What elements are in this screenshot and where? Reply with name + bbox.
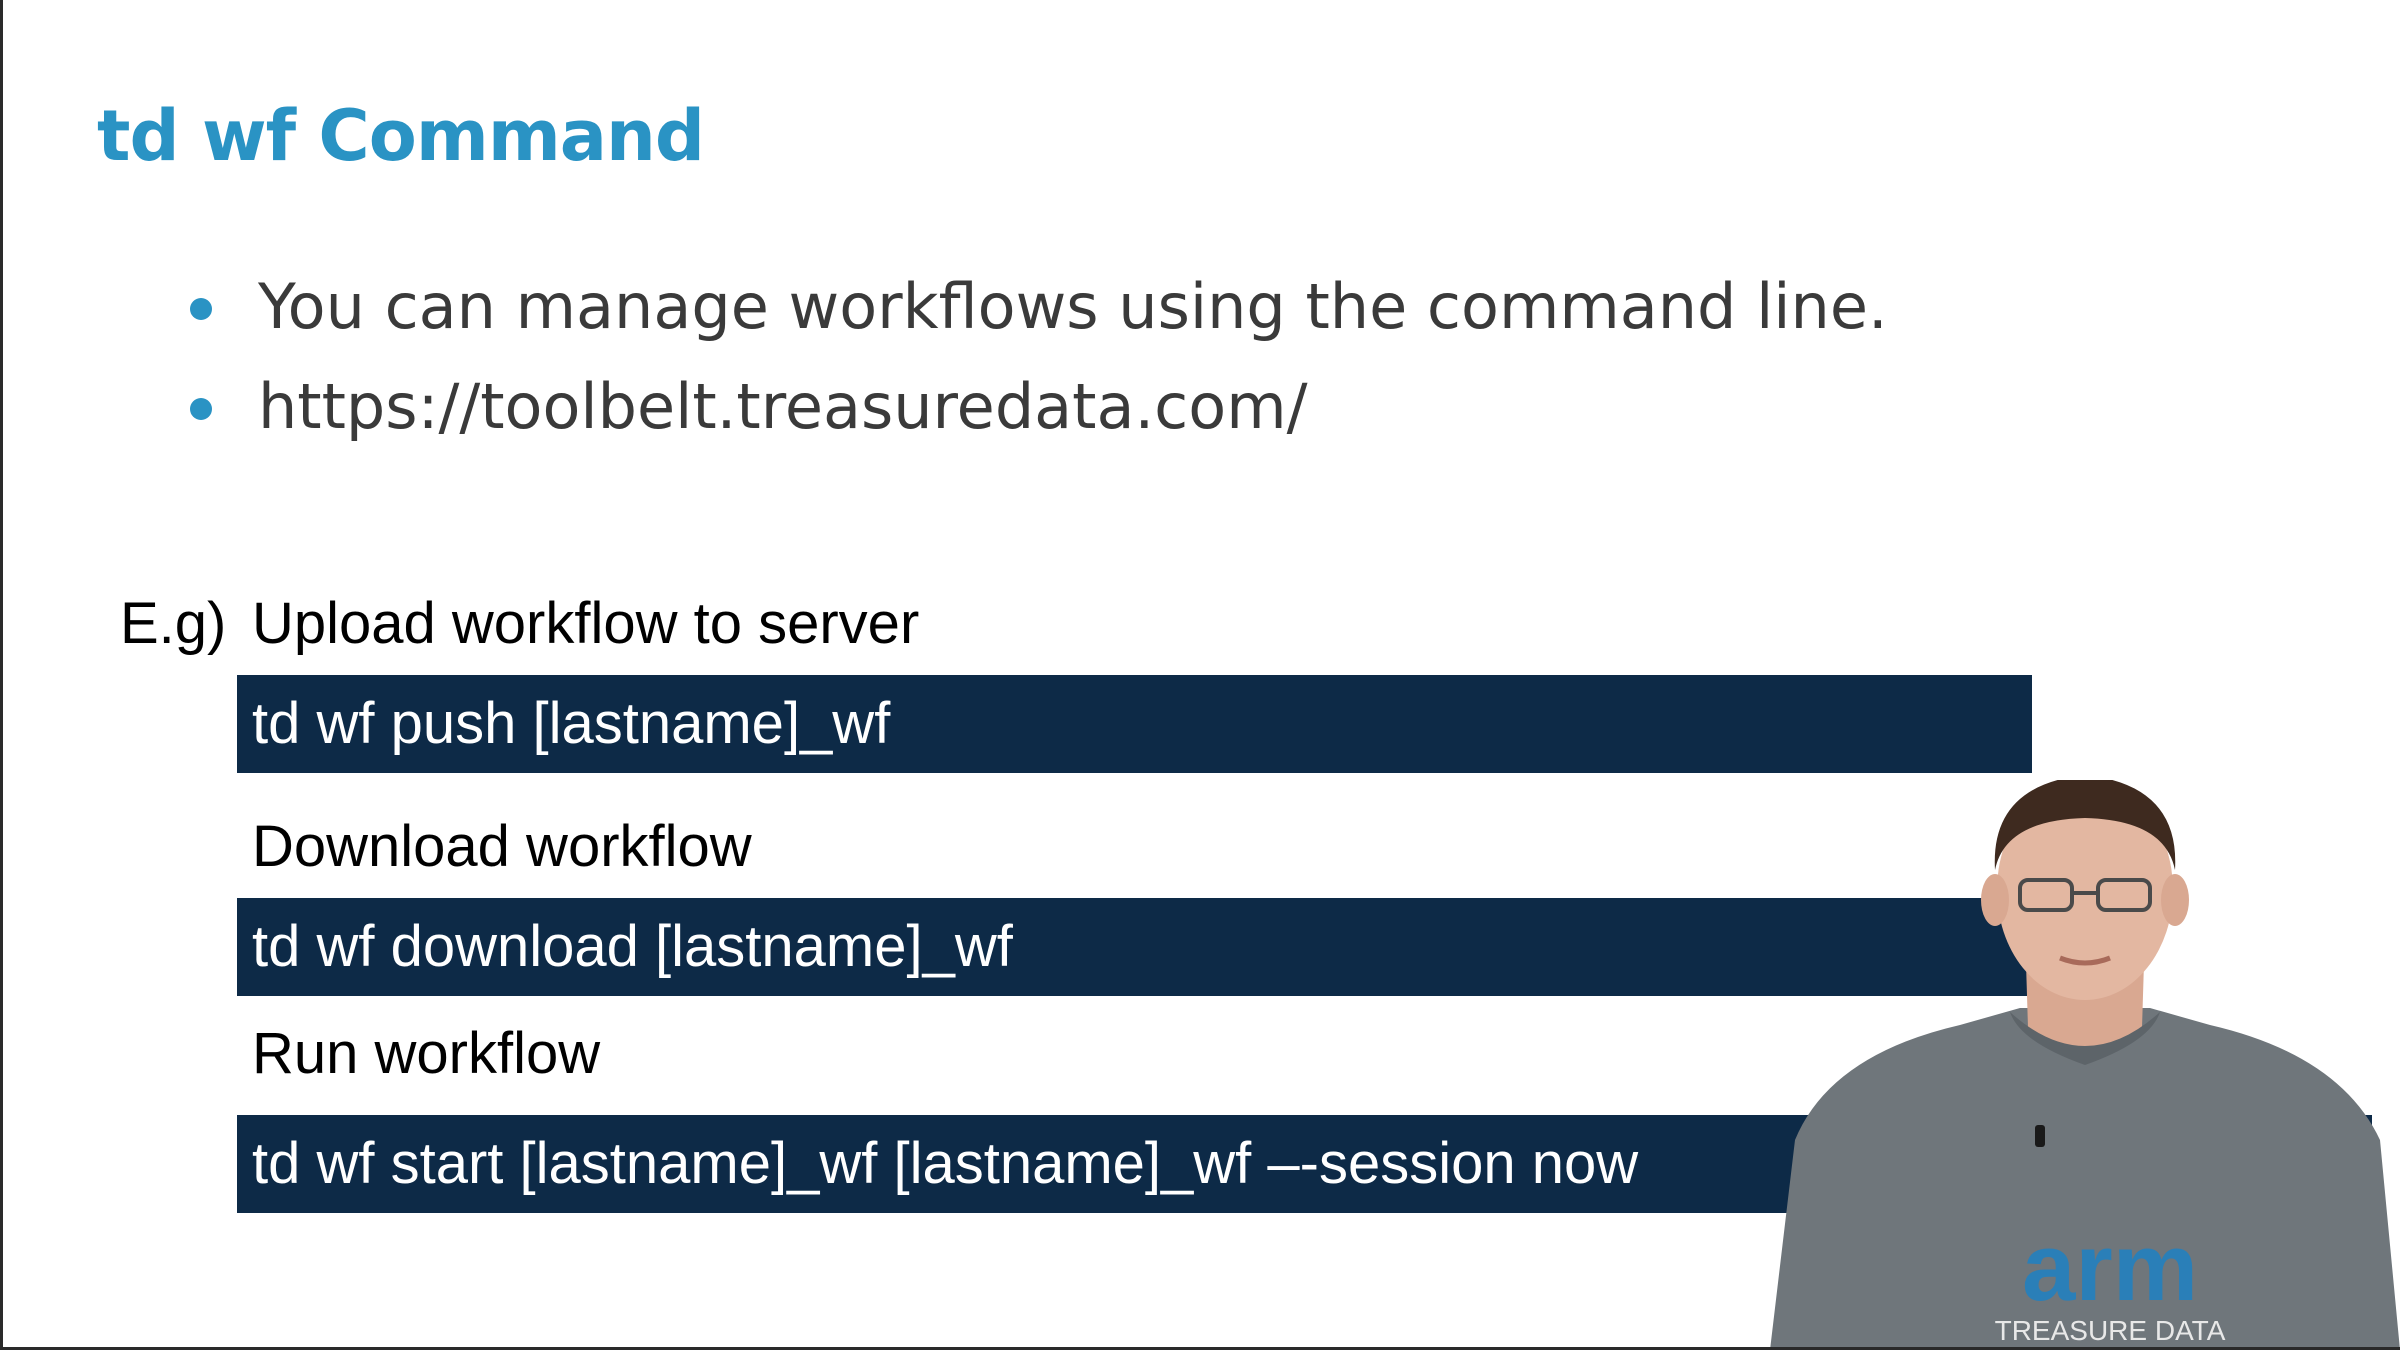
bullet-dot-icon <box>190 298 212 320</box>
slide-title: td wf Command <box>97 95 705 177</box>
bullet-link-text: https://toolbelt.treasuredata.com/ <box>258 370 1308 443</box>
slide-left-border <box>0 0 3 1350</box>
shirt-logo: arm <box>2022 1214 2198 1321</box>
command-text-download: td wf download [lastname]_wf <box>252 914 1013 979</box>
presenter-video: arm TREASURE DATA <box>1770 780 2400 1350</box>
shirt-subtext: TREASURE DATA <box>1995 1315 2226 1346</box>
bullet-text: You can manage workflows using the comma… <box>258 270 1888 343</box>
slide-bottom-border <box>0 1347 2400 1350</box>
command-box-download: td wf download [lastname]_wf <box>237 898 2032 996</box>
command-box-upload: td wf push [lastname]_wf <box>237 675 2032 773</box>
example-prefix: E.g) <box>120 591 227 656</box>
command-text-upload: td wf push [lastname]_wf <box>252 691 891 756</box>
example-label-download: Download workflow <box>252 814 752 879</box>
example-label-upload: Upload workflow to server <box>252 591 920 656</box>
example-label-run: Run workflow <box>252 1021 601 1086</box>
command-text-run: td wf start [lastname]_wf [lastname]_wf … <box>252 1131 1639 1196</box>
bullet-dot-icon <box>190 398 212 420</box>
